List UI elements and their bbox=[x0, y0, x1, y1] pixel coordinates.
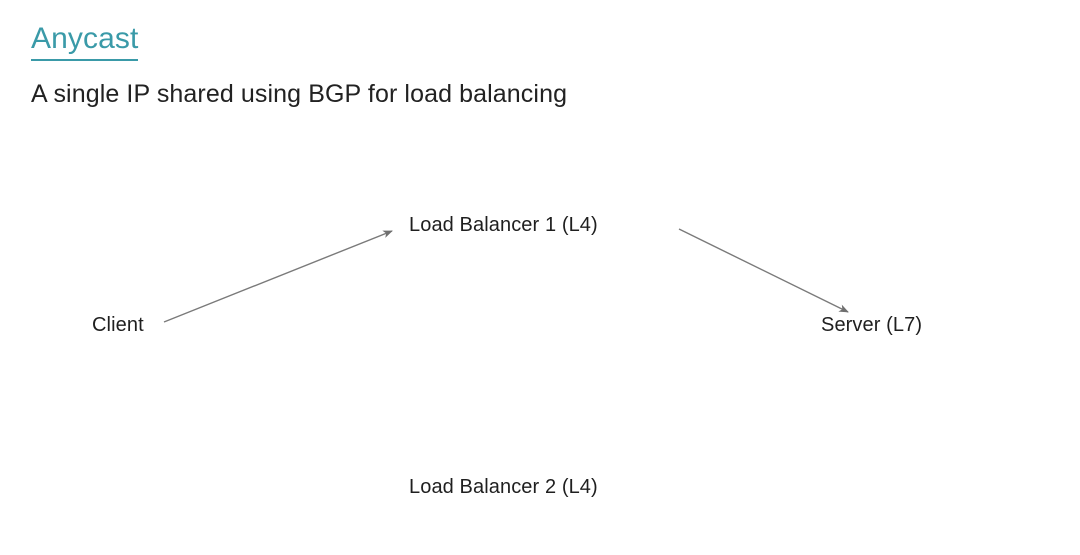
edge-client-to-lb1 bbox=[163, 230, 393, 323]
node-client: Client bbox=[92, 314, 144, 336]
node-load-balancer-1: Load Balancer 1 (L4) bbox=[409, 214, 598, 236]
page-subtitle: A single IP shared using BGP for load ba… bbox=[31, 80, 568, 108]
edge-lb1-to-server bbox=[678, 228, 849, 313]
page-title-text: Anycast bbox=[31, 20, 139, 61]
page-title: Anycast bbox=[31, 20, 139, 61]
node-server: Server (L7) bbox=[821, 314, 923, 336]
node-load-balancer-2: Load Balancer 2 (L4) bbox=[409, 476, 598, 498]
